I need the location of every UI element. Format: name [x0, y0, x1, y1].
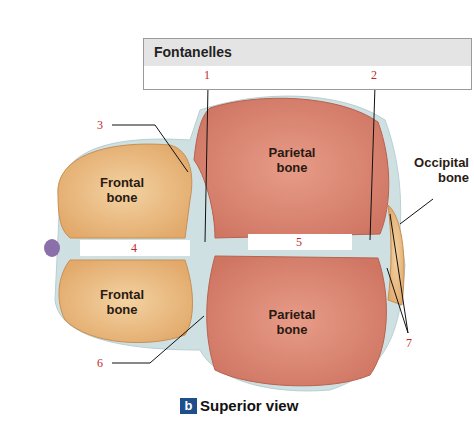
- leader-line: [112, 316, 204, 363]
- leader-line: [370, 86, 375, 240]
- fontanelle-membrane: [55, 96, 405, 391]
- panel-letter: b: [180, 398, 197, 414]
- callout-number: 4: [131, 242, 137, 255]
- callout-number: 7: [406, 337, 412, 350]
- leader-line: [400, 199, 433, 224]
- leader-line: [390, 214, 408, 333]
- leader-line: [205, 86, 208, 242]
- parietal-bone: Parietal bone: [257, 145, 327, 175]
- bone-name: Parietal bone: [257, 307, 327, 337]
- answer-box: [80, 240, 190, 256]
- nose-tip: [44, 239, 60, 257]
- callout-number: 5: [296, 236, 302, 249]
- parietal-bone-shape: [207, 256, 387, 386]
- bone-name: Frontal bone: [90, 287, 154, 317]
- bone-name: Occipital bone: [397, 155, 469, 185]
- box-heading: Fontanelles: [144, 39, 471, 66]
- callout-number: 3: [97, 119, 103, 132]
- frontal-bone-shape: [58, 144, 192, 238]
- leader-line: [387, 268, 408, 333]
- parietal-bone-shape: [194, 98, 389, 238]
- bone-name: Frontal bone: [90, 175, 154, 205]
- leader-line: [112, 125, 188, 172]
- view-caption: Superior view: [200, 397, 298, 415]
- callout-number: 2: [371, 69, 377, 82]
- frontal-bone-shape: [59, 260, 193, 343]
- frontal-bone: Frontal bone: [90, 175, 154, 205]
- frontal-bone: Frontal bone: [90, 287, 154, 317]
- callout-number: 1: [204, 69, 210, 82]
- header-box: Fontanelles: [143, 38, 472, 90]
- answer-box: [248, 234, 352, 250]
- callout-number: 6: [97, 357, 103, 370]
- parietal-bone: Parietal bone: [257, 307, 327, 337]
- bone-name: Parietal bone: [257, 145, 327, 175]
- occipital-bone: Occipital bone: [397, 155, 469, 185]
